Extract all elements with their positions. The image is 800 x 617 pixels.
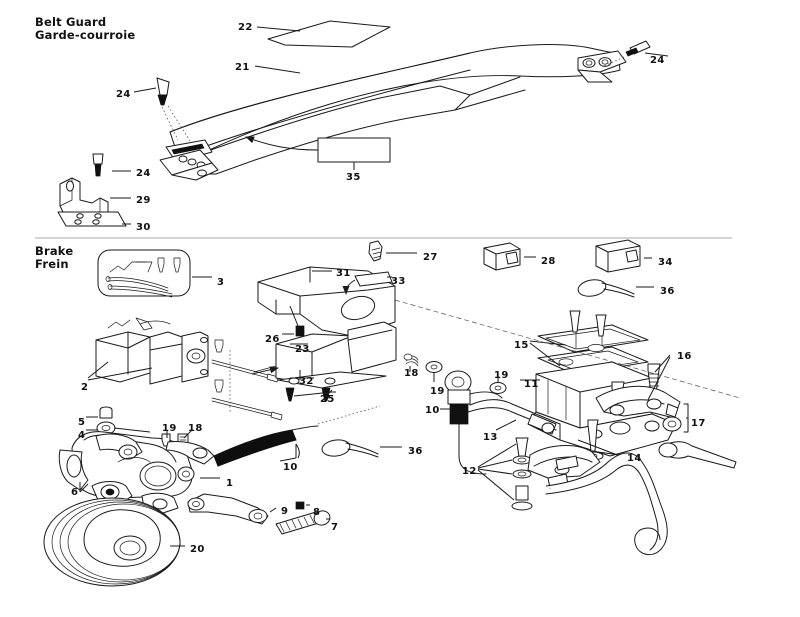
callout-number-20: 20	[190, 544, 205, 555]
callout-number-5: 5	[78, 417, 86, 428]
belt-guard-title-fr: Garde-courroie	[35, 28, 136, 42]
part-1-caliper	[58, 431, 220, 515]
callout-number-25: 25	[320, 394, 335, 405]
part-32-plate	[277, 370, 387, 389]
part-18-spring-upper	[403, 353, 419, 372]
callout-number-28: 28	[541, 256, 556, 267]
part-24-screw-top-right	[603, 40, 669, 67]
callout-number-16: 16	[677, 351, 692, 362]
part-15-cover-gasket	[529, 310, 649, 375]
callout-number-35: 35	[346, 172, 361, 183]
callout-number-34: 34	[658, 257, 673, 268]
part-2-bolts	[211, 339, 283, 421]
part-10-hose-upper	[440, 370, 503, 475]
part-9-support-arm	[187, 493, 277, 525]
callout-number-24: 24	[136, 168, 151, 179]
callout-number-14: 14	[627, 453, 642, 464]
callout-number-2: 2	[81, 382, 89, 393]
callout-number-27: 27	[423, 252, 438, 263]
callout-number-10: 10	[425, 405, 440, 416]
callout-number-21: 21	[235, 62, 250, 73]
brake-lever	[545, 452, 668, 555]
callout-number-18: 18	[404, 368, 419, 379]
callout-number-24: 24	[116, 89, 131, 100]
part-4-nut	[86, 421, 151, 435]
part-21-left-foot	[159, 139, 219, 181]
callout-number-29: 29	[136, 195, 151, 206]
callout-number-12: 12	[462, 466, 477, 477]
callout-number-32: 32	[299, 376, 314, 387]
part-31-housing	[257, 266, 396, 337]
part-21-right-bracket	[577, 50, 627, 83]
callout-number-36: 36	[660, 286, 675, 297]
callout-number-6: 6	[71, 487, 79, 498]
part-13-hose	[467, 399, 561, 435]
part-26-screw	[282, 305, 305, 337]
brake-title-fr: Frein	[35, 257, 69, 271]
callout-number-4: 4	[78, 430, 86, 441]
callout-number-10: 10	[283, 462, 298, 473]
part-19-washers-upper	[425, 361, 507, 394]
callout-number-30: 30	[136, 222, 151, 233]
part-23-switch-block	[251, 321, 397, 385]
callout-number-24: 24	[650, 55, 665, 66]
part-27-screw	[368, 240, 417, 262]
part-29-bracket	[59, 177, 131, 215]
part-22-plate	[256, 20, 391, 48]
part-3-service-kit	[97, 249, 212, 298]
part-7-bolt	[275, 510, 331, 535]
part-17-fittings	[644, 403, 689, 433]
part-28-connector	[483, 242, 536, 271]
part-36-cable-tie-upper	[577, 279, 654, 298]
brake-title-en: Brake	[35, 244, 74, 258]
callout-number-17: 17	[691, 418, 706, 429]
callout-number-9: 9	[281, 506, 289, 517]
part-16-clamp-bolts	[595, 354, 681, 419]
assembly-axis-upper	[394, 299, 741, 399]
part-34-connector	[595, 239, 652, 273]
callout-number-18: 18	[188, 423, 203, 434]
callout-number-7: 7	[331, 522, 339, 533]
part-8-washer	[295, 501, 310, 510]
part-25-screws	[285, 387, 336, 402]
callout-number-1: 1	[226, 478, 234, 489]
callout-number-11: 11	[524, 379, 539, 390]
callout-number-3: 3	[217, 277, 225, 288]
callout-number-19: 19	[494, 370, 509, 381]
part-24-screw-upper-left	[133, 77, 191, 142]
callout-number-33: 33	[391, 276, 406, 287]
part-2-switch-assembly	[87, 317, 209, 385]
part-5-cap	[86, 406, 113, 419]
part-35-decal	[245, 136, 391, 170]
callout-number-15: 15	[514, 340, 529, 351]
callout-number-36: 36	[408, 446, 423, 457]
callout-number-31: 31	[336, 268, 351, 279]
callout-number-19: 19	[162, 423, 177, 434]
part-12-pivot-hardware	[477, 437, 533, 511]
part-30-plate	[57, 211, 131, 227]
callout-number-26: 26	[265, 334, 280, 345]
callout-number-13: 13	[483, 432, 498, 443]
part-36-cable-tie-lower	[321, 439, 402, 458]
callout-number-19: 19	[430, 386, 445, 397]
belt-guard-title-en: Belt Guard	[35, 15, 107, 29]
part-24-screw-mid-left	[92, 153, 131, 177]
callout-number-22: 22	[238, 22, 253, 33]
part-20-brake-disc	[43, 497, 185, 587]
part-10-hose-lower	[165, 405, 381, 467]
callout-number-8: 8	[313, 507, 321, 518]
callout-number-23: 23	[295, 344, 310, 355]
